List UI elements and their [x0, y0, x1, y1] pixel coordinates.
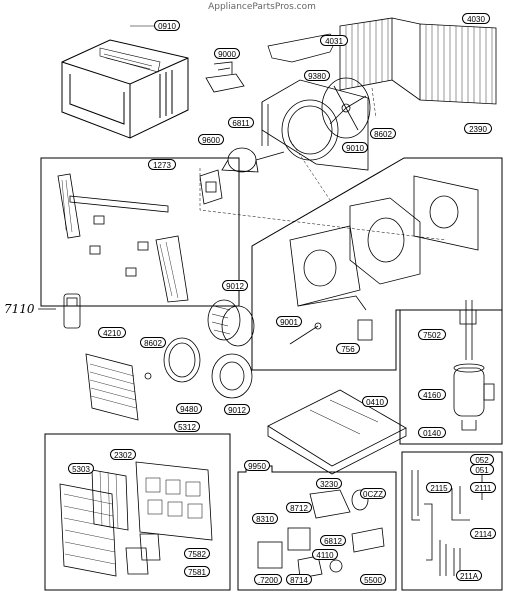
part-label-7582: 7582	[184, 548, 210, 559]
part-label-4110: 4110	[312, 549, 338, 560]
part-label-8714: 8714	[286, 574, 312, 585]
part-label-2111: 2111	[470, 482, 496, 493]
orifice-ring	[163, 337, 201, 383]
cabinet-part	[61, 39, 189, 139]
base-pan	[267, 389, 407, 475]
evaporator-parts	[289, 175, 479, 311]
part-label-4160: 4160	[418, 389, 446, 400]
condenser-coil	[339, 17, 497, 105]
part-label-8712: 8712	[286, 502, 312, 513]
motor-mount	[199, 169, 223, 205]
part-label-4031: 4031	[320, 35, 348, 46]
part-label-9380: 9380	[304, 70, 330, 81]
part-label-1273: 1273	[148, 159, 176, 170]
compressor-box	[399, 309, 503, 445]
part-label-5303: 5303	[68, 463, 94, 474]
part-label-9010: 9010	[342, 142, 368, 153]
part-label-2115: 2115	[426, 482, 452, 493]
base-assembly-box	[251, 157, 503, 371]
fan-blade	[321, 77, 371, 139]
shroud-part	[261, 79, 369, 171]
part-label-0140: 0140	[418, 427, 446, 438]
remote-control	[63, 293, 81, 329]
part-label-9600: 9600	[198, 134, 224, 145]
part-label-051: 051	[470, 464, 494, 475]
evaporator-coil	[85, 353, 152, 421]
handwritten-note: 7110	[4, 302, 35, 316]
piping-box	[401, 451, 503, 591]
part-label-9480: 9480	[176, 403, 202, 414]
control-parts	[257, 489, 385, 579]
part-label-2302: 2302	[110, 449, 136, 460]
rod-part	[289, 319, 373, 345]
part-label-5312: 5312	[174, 421, 200, 432]
part-label-5500: 5500	[360, 574, 386, 585]
part-label-7502: 7502	[418, 329, 446, 340]
part-label-9012-top: 9012	[222, 280, 248, 291]
blower-wheel	[207, 299, 255, 347]
part-label-9012-bot: 9012	[224, 404, 250, 415]
part-label-0410: 0410	[362, 396, 388, 407]
part-label-8602: 8602	[370, 128, 396, 139]
part-label-7581: 7581	[184, 566, 210, 577]
part-label-6812: 6812	[320, 535, 346, 546]
part-label-3230: 3230	[316, 478, 342, 489]
bracket-part	[267, 33, 337, 63]
watermark: AppliancePartsPros.com	[208, 2, 316, 12]
motor-part	[221, 147, 285, 173]
part-label-8602-mid: 8602	[140, 337, 166, 348]
part-label-756: 756	[336, 343, 360, 354]
part-label-2114: 2114	[470, 528, 496, 539]
part-label-9000: 9000	[214, 48, 240, 59]
part-label-4210: 4210	[98, 327, 126, 338]
part-label-0910: 0910	[154, 20, 180, 31]
part-label-2390: 2390	[464, 123, 492, 134]
part-label-9001: 9001	[276, 316, 302, 327]
part-label-6811: 6811	[228, 117, 254, 128]
grille-frame-box	[40, 157, 240, 307]
part-label-211A: 211A	[456, 570, 482, 581]
part-label-7200: .7200	[254, 574, 282, 585]
front-panel-box	[44, 433, 231, 591]
front-panel-parts	[59, 461, 213, 577]
compressor-parts	[453, 300, 495, 431]
blower-housing	[211, 353, 253, 399]
part-label-0CZZ: 0CZZ	[360, 488, 386, 499]
grille-frame-parts	[57, 173, 189, 303]
part-label-4030: 4030	[462, 13, 490, 24]
clip-part	[205, 61, 245, 93]
part-label-9950: 9950	[244, 460, 270, 471]
part-label-8310: 8310	[252, 513, 278, 524]
